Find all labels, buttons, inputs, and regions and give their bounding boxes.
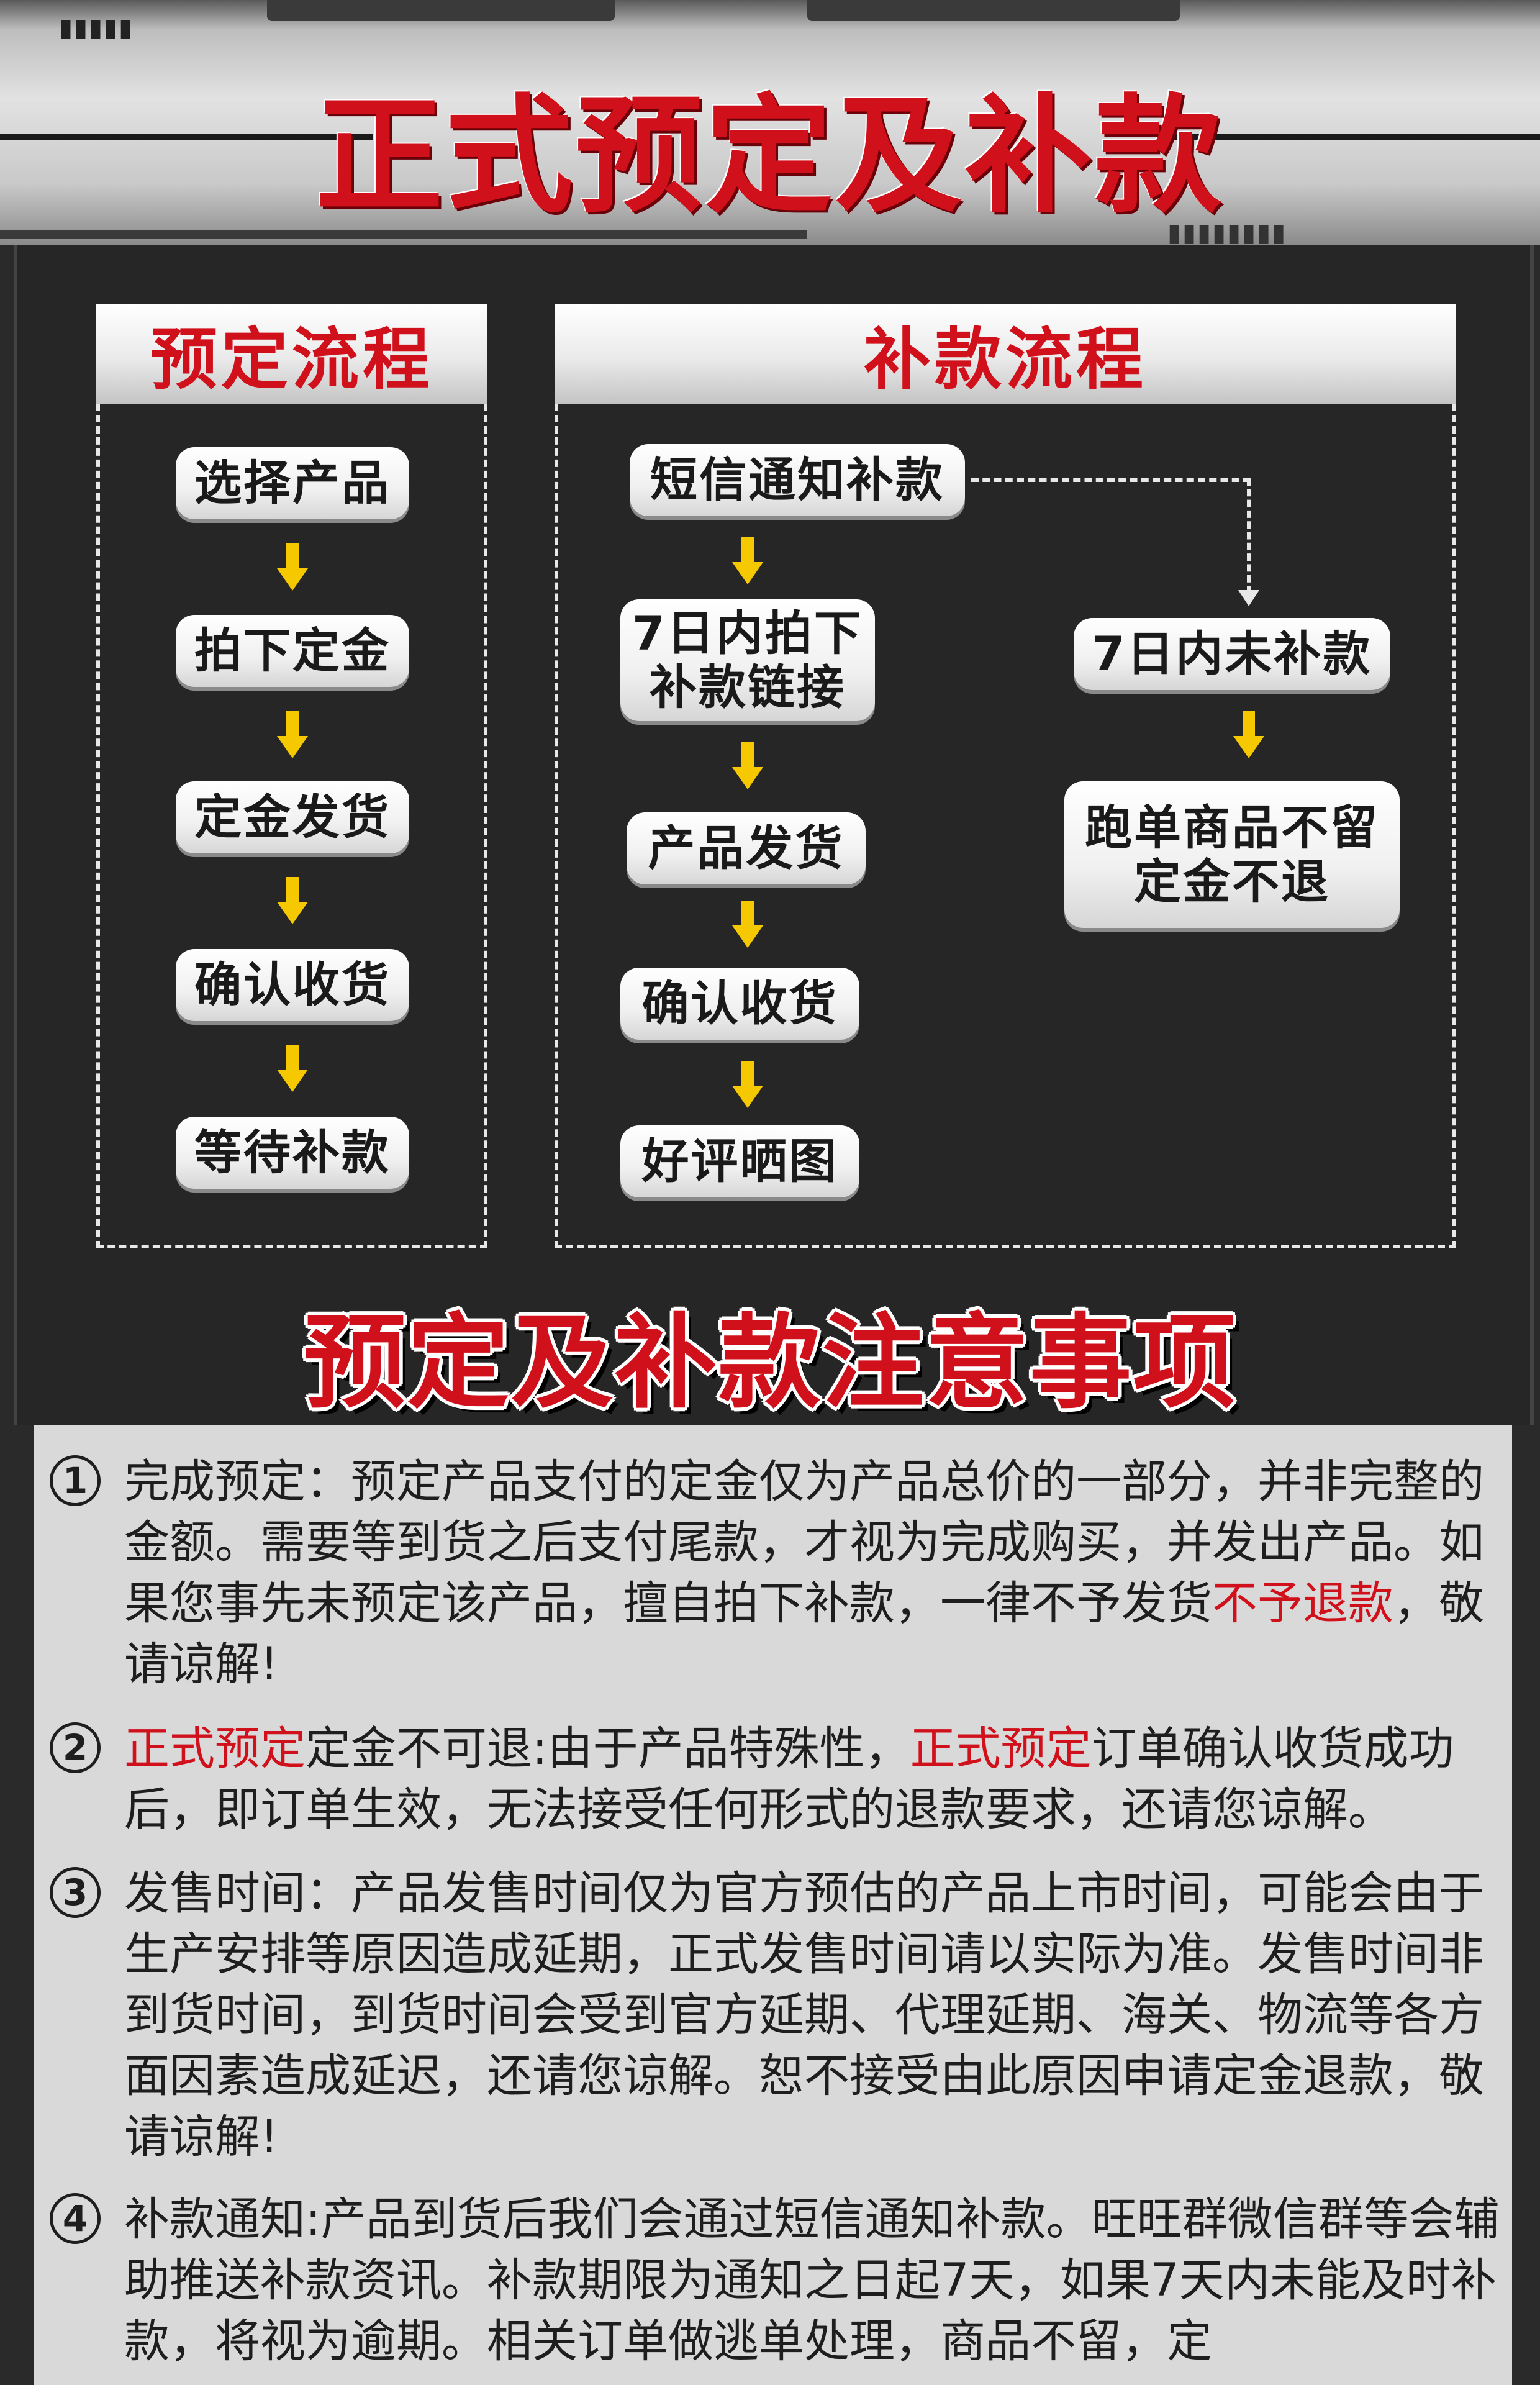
arrow-down-icon: [732, 1061, 763, 1111]
notice-text: 发售时间：产品发售时间仅为官方预估的产品上市时间，可能会由于生产安排等原因造成延…: [124, 1867, 1484, 2163]
notice-text-part: 定金不可退:由于产品特殊性，: [306, 1722, 910, 1775]
deposit-step: 选择产品: [176, 447, 409, 519]
notice-item: 2 正式预定定金不可退:由于产品特殊性，正式预定订单确认收货成功后，即订单生效，…: [50, 1719, 1503, 1840]
number-badge: 3: [50, 1867, 101, 1918]
arrow-down-icon: [277, 1045, 308, 1094]
balance-step: 确认收货: [620, 968, 859, 1040]
notice-panel: 1 完成预定：预定产品支付的定金仅为产品总价的一部分，并非完整的金额。需要等到货…: [34, 1425, 1512, 2385]
deposit-step: 确认收货: [176, 949, 409, 1021]
notice-text: 补款通知:产品到货后我们会通过短信通知补款。旺旺群微信群等会辅助推送补款资讯。补…: [124, 2193, 1500, 2368]
branch-connector: [971, 478, 1251, 482]
balance-step: 产品发货: [627, 812, 866, 884]
deposit-step: 等待补款: [176, 1117, 409, 1189]
header-banner: [0, 0, 1540, 245]
banner-stripe: [0, 230, 807, 238]
notice-text-part: 完成预定：预定产品支付的定金仅为产品总价的一部分，并非完整的金额。需要等到货之后…: [124, 1455, 1484, 1630]
arrow-down-icon: [732, 901, 763, 950]
notice-title: 预定及补款注意事项: [303, 1303, 1237, 1422]
deposit-step: 拍下定金: [176, 615, 409, 687]
banner-stripe: [1167, 134, 1540, 140]
balance-step: 7日内拍下 补款链接: [620, 599, 875, 721]
branch-connector: [1247, 478, 1251, 593]
arrow-down-icon: [1238, 590, 1259, 606]
deposit-flow-title: 预定流程: [96, 304, 487, 404]
notice-item: 1 完成预定：预定产品支付的定金仅为产品总价的一部分，并非完整的金额。需要等到货…: [50, 1451, 1503, 1695]
page-title: 正式预定及补款: [315, 83, 1225, 230]
deposit-flow-box: 选择产品 拍下定金 定金发货 确认收货 等待补款: [96, 404, 487, 1248]
balance-step: 短信通知补款: [630, 444, 965, 516]
notice-highlight: 正式预定: [124, 1722, 306, 1775]
arrow-down-icon: [277, 711, 308, 761]
banner-decoration: [807, 0, 1180, 21]
number-badge: 4: [50, 2193, 101, 2244]
number-badge: 2: [50, 1722, 101, 1773]
balance-flow-title: 补款流程: [555, 304, 1456, 404]
arrow-down-icon: [1233, 711, 1264, 761]
balance-flow-box: 短信通知补款 7日内拍下 补款链接 产品发货 确认收货 好评晒图 7日内未补款 …: [555, 404, 1456, 1248]
arrow-down-icon: [277, 543, 308, 593]
notice-text-part: ，敬请谅解!: [124, 1577, 1484, 1691]
stripe-decoration: ▮▮▮▮▮▮▮▮: [1167, 219, 1287, 247]
notice-item: 3 发售时间：产品发售时间仅为官方预估的产品上市时间，可能会由于生产安排等原因造…: [50, 1863, 1503, 2168]
balance-step: 好评晒图: [620, 1125, 859, 1197]
stripe-decoration: ▮▮▮▮▮: [59, 14, 134, 42]
arrow-down-icon: [277, 877, 308, 927]
notice-highlight: 正式预定: [910, 1722, 1092, 1775]
notice-item: 4 补款通知:产品到货后我们会通过短信通知补款。旺旺群微信群等会辅助推送补款资讯…: [50, 2189, 1503, 2372]
deposit-step: 定金发货: [176, 781, 409, 853]
number-badge: 1: [50, 1455, 101, 1506]
notice-text: 正式预定定金不可退:由于产品特殊性，正式预定订单确认收货成功后，即订单生效，无法…: [124, 1719, 1503, 1840]
branch-step: 7日内未补款: [1074, 618, 1390, 690]
notice-text: 完成预定：预定产品支付的定金仅为产品总价的一部分，并非完整的金额。需要等到货之后…: [124, 1451, 1503, 1695]
branch-step: 跑单商品不留 定金不退: [1064, 781, 1400, 928]
notice-highlight: 不予退款: [1212, 1577, 1393, 1630]
banner-stripe: [0, 134, 373, 140]
arrow-down-icon: [732, 742, 763, 792]
notice-text-part: 订单确认收货成功后，即订单生效，无法接受任何形式的退款要求，还请您谅解。: [124, 1722, 1454, 1836]
banner-decoration: [267, 0, 615, 21]
balance-flow: 补款流程 短信通知补款 7日内拍下 补款链接 产品发货 确认收货 好评晒图 7日…: [555, 304, 1456, 1248]
arrow-down-icon: [732, 537, 763, 587]
deposit-flow: 预定流程 选择产品 拍下定金 定金发货 确认收货 等待补款: [96, 304, 487, 1248]
